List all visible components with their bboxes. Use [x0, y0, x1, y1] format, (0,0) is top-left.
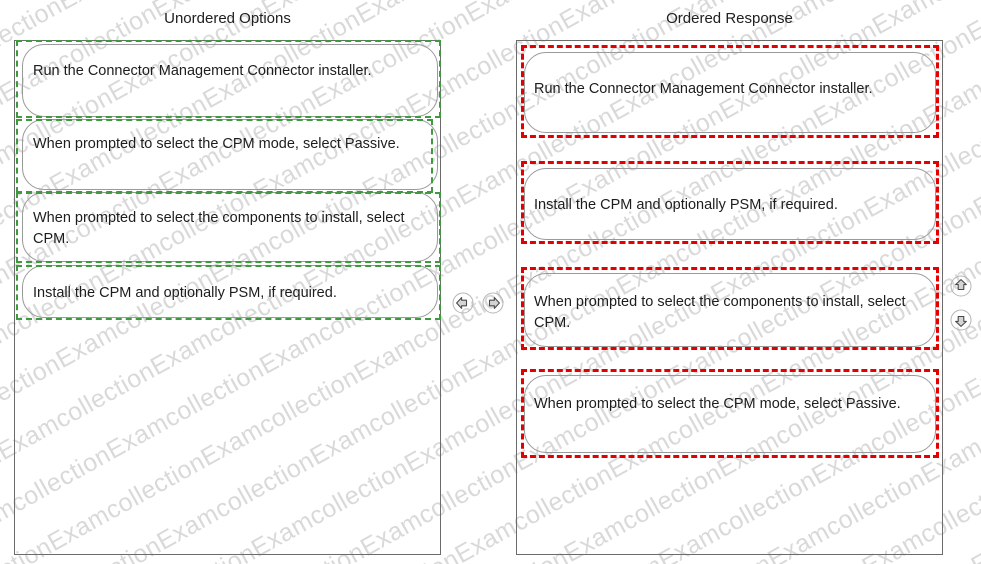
response-card[interactable]	[524, 375, 936, 453]
ordered-response-title: Ordered Response	[666, 10, 793, 27]
option-selection-outline[interactable]	[16, 265, 441, 320]
response-label: When prompted to select the components t…	[534, 294, 906, 331]
move-down-icon[interactable]	[950, 309, 972, 331]
option-selection-outline[interactable]	[16, 119, 433, 193]
unordered-options-title: Unordered Options	[164, 10, 291, 27]
response-label: Install the CPM and optionally PSM, if r…	[534, 197, 838, 213]
response-selection-outline[interactable]	[521, 161, 939, 244]
response-selection-outline[interactable]	[521, 267, 939, 350]
response-selection-outline[interactable]	[521, 45, 939, 138]
response-card[interactable]	[524, 273, 936, 347]
option-label: Install the CPM and optionally PSM, if r…	[33, 285, 337, 301]
option-label: When prompted to select the components t…	[33, 210, 405, 247]
response-label: Run the Connector Management Connector i…	[534, 81, 873, 97]
response-card[interactable]	[524, 52, 936, 133]
response-label: When prompted to select the CPM mode, se…	[534, 396, 901, 412]
option-label: Run the Connector Management Connector i…	[33, 63, 372, 79]
move-horizontal-controls[interactable]	[452, 290, 504, 316]
move-vertical-controls[interactable]	[948, 275, 974, 331]
option-label: When prompted to select the CPM mode, se…	[33, 136, 400, 152]
option-selection-outline[interactable]	[16, 192, 441, 263]
move-left-icon[interactable]	[452, 292, 474, 314]
move-right-icon[interactable]	[482, 292, 504, 314]
response-card[interactable]	[524, 168, 936, 240]
ordered-response-panel[interactable]	[516, 40, 943, 555]
option-selection-outline[interactable]	[16, 40, 441, 118]
move-up-icon[interactable]	[950, 275, 972, 297]
response-selection-outline[interactable]	[521, 369, 939, 458]
